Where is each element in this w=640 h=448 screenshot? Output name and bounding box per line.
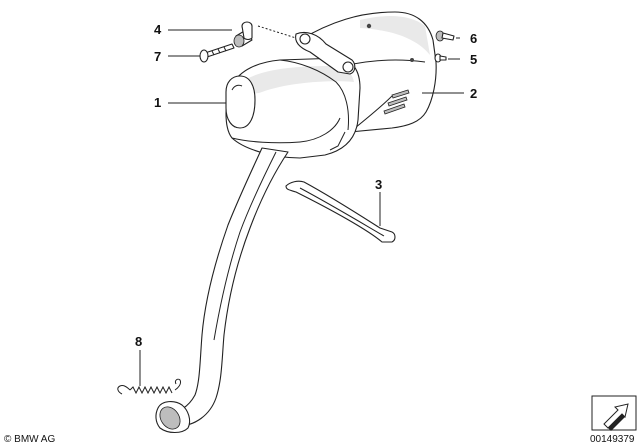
callout-5: 5 [470, 52, 477, 67]
callout-1: 1 [154, 95, 161, 110]
callout-4: 4 [154, 22, 162, 37]
tail-pipe [155, 147, 289, 434]
callout-3: 3 [375, 177, 382, 192]
screw-part-6 [435, 30, 455, 42]
strap-part [285, 180, 396, 243]
callout-2: 2 [470, 86, 477, 101]
muffler-part [225, 31, 361, 159]
callout-6: 6 [470, 31, 477, 46]
bolt-part-7 [199, 43, 235, 63]
callout-7: 7 [154, 49, 161, 64]
rubber-mount-part [233, 21, 253, 48]
spring-part [117, 378, 181, 395]
screw-part-5 [434, 53, 447, 63]
callout-8: 8 [135, 334, 142, 349]
diagram-number: 00149379 [590, 434, 635, 445]
leader-lines [139, 25, 464, 386]
orientation-arrow-icon [591, 395, 637, 431]
copyright-text: © BMW AG [4, 434, 55, 445]
